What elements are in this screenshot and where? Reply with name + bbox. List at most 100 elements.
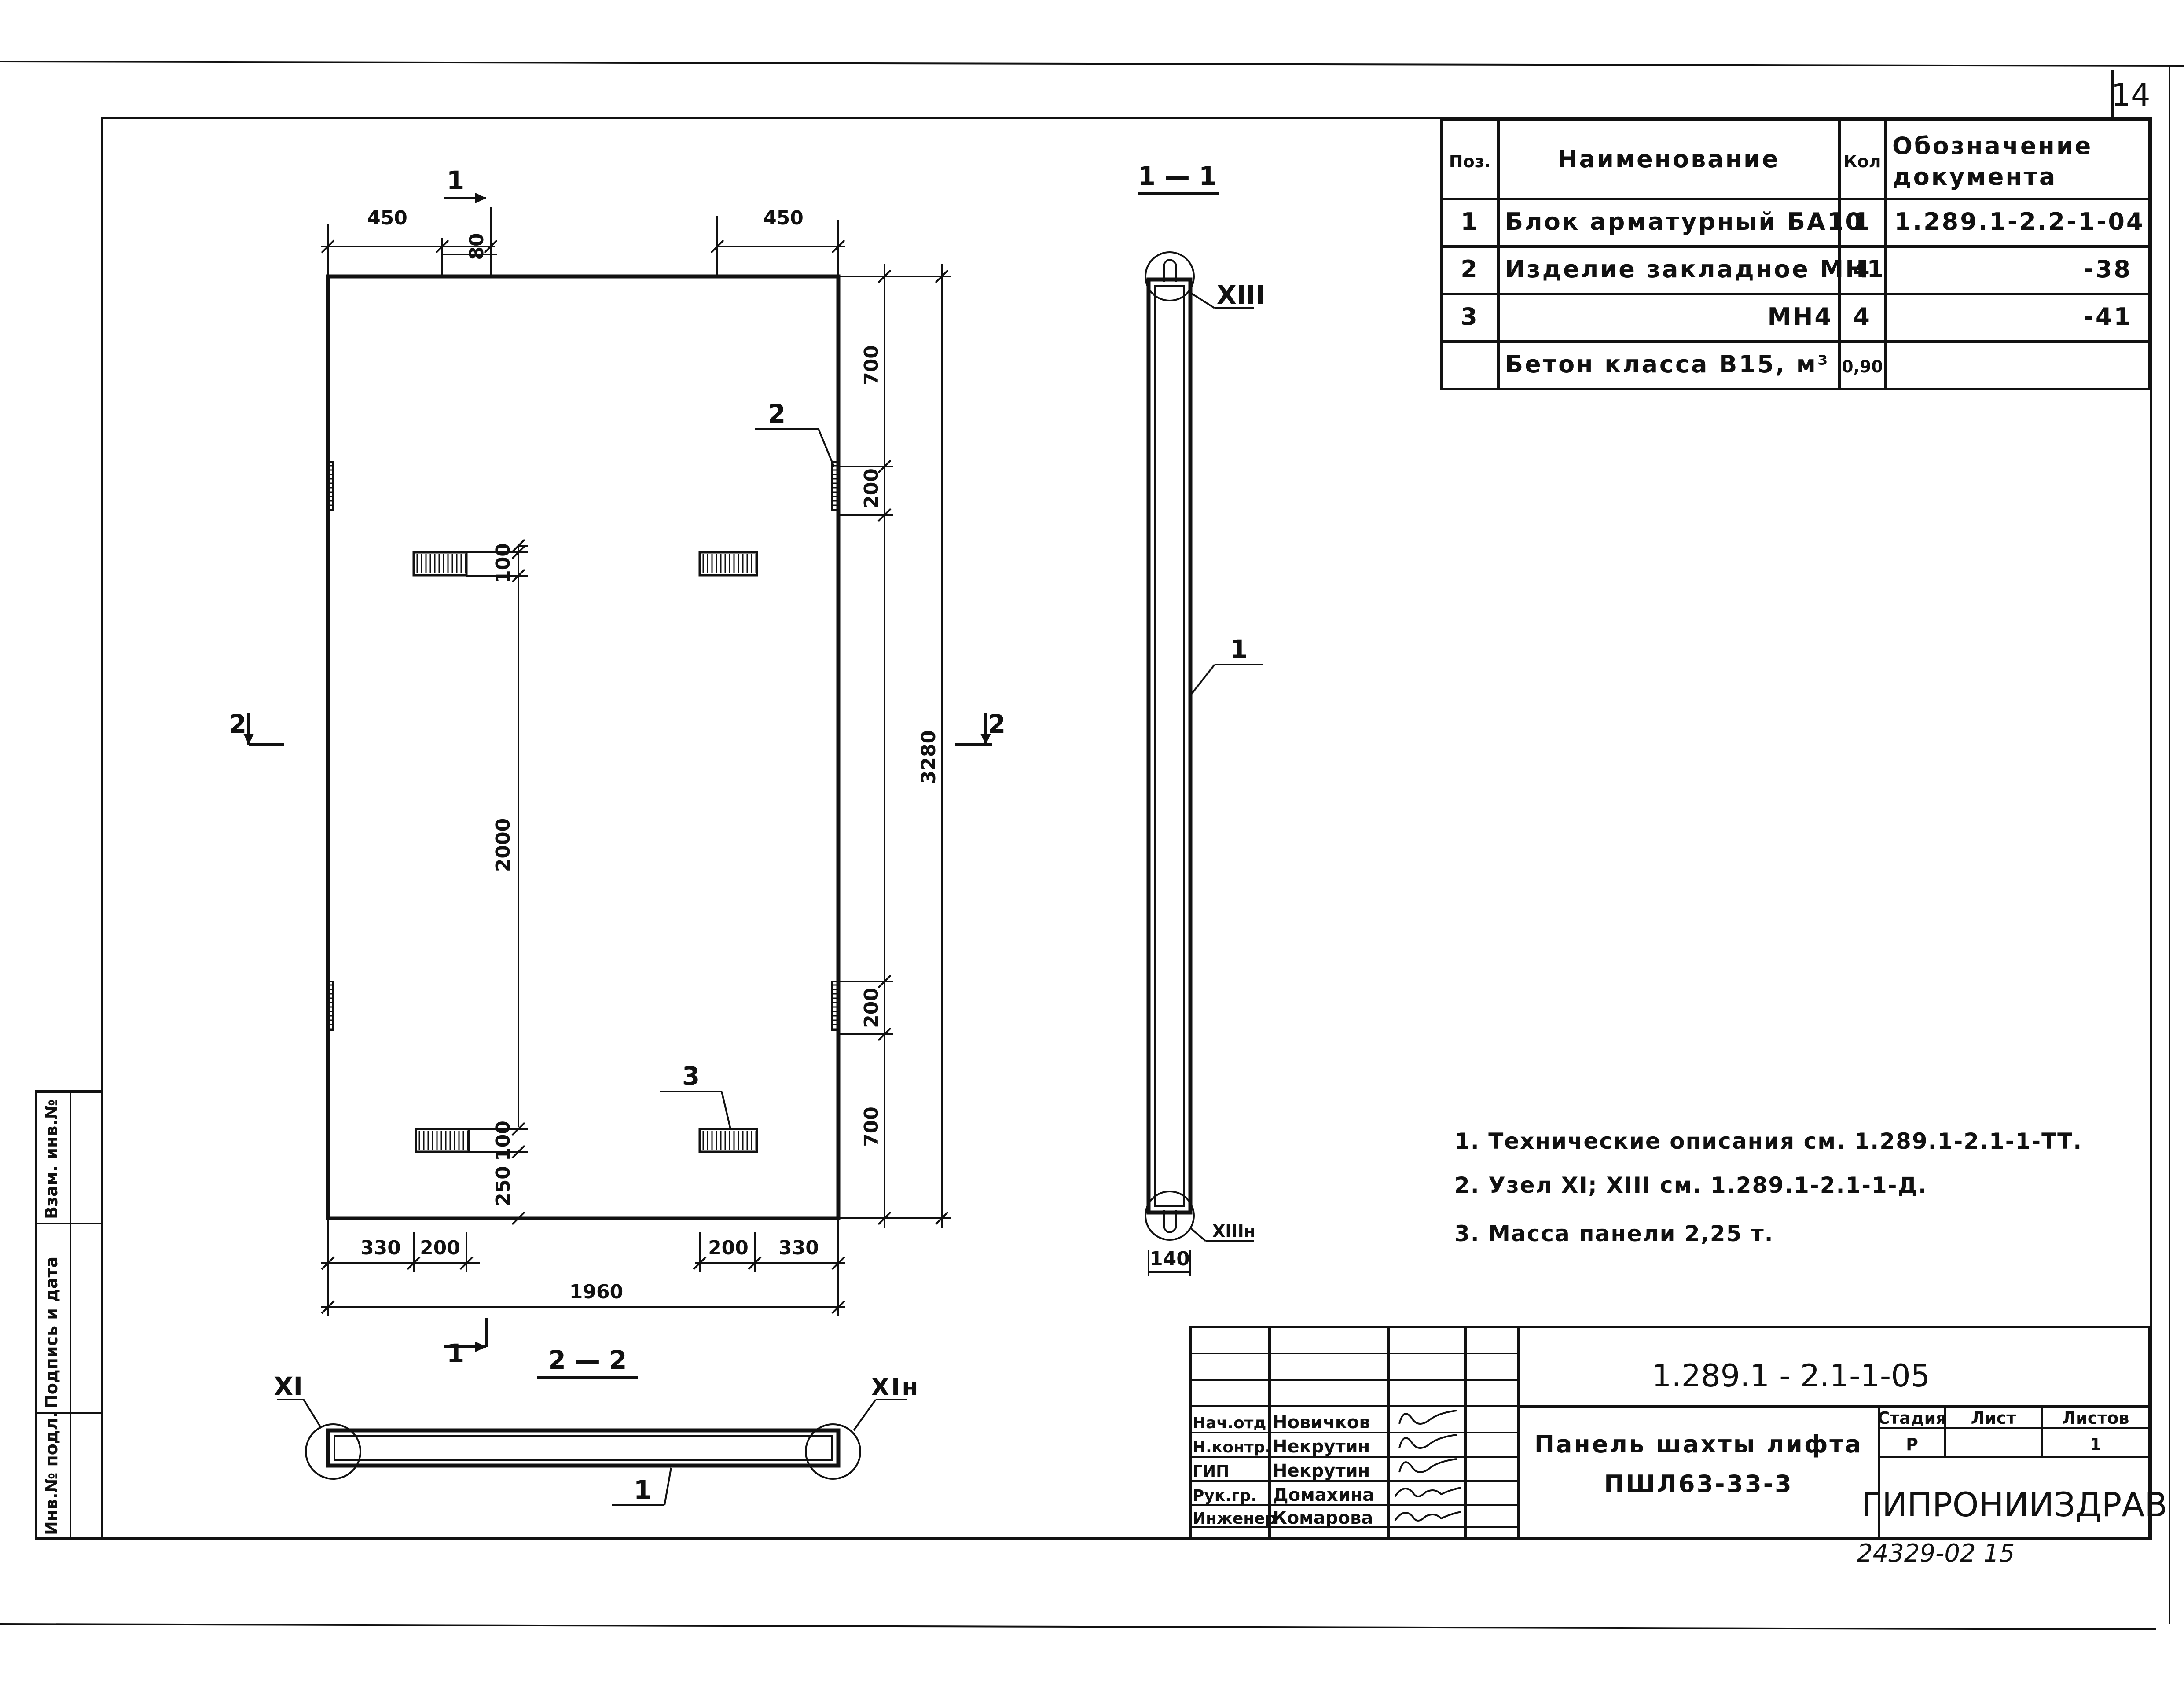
sheets-value: 1 [2090,1435,2101,1454]
dimension-tick [321,1256,335,1270]
table-row: Бетон класса В15, м³ 0,90 [1505,350,1883,378]
dimension-tick [877,459,892,474]
dim-right-top: 700 [860,345,883,386]
dim-top-offset: 80 [466,233,488,260]
dimension-tick [877,508,892,522]
drawing-title-line-1: Панель шахты лифта [1534,1430,1863,1458]
dimension-tick [511,1122,525,1136]
dimension-tick [877,1211,892,1225]
note-1: 1. Технические описания см. 1.289.1-2.1-… [1454,1128,2082,1154]
sign-role-5: Инженер [1193,1510,1276,1528]
edge-insert [326,461,839,1031]
spec-table-grid [1440,118,2151,390]
section-1-1-thickness: 140 [1149,1248,1190,1270]
dimension-ticks [321,239,949,1314]
title-block-grid [1189,1326,2151,1540]
dimension-tick [511,539,525,553]
inv-podl-label: Инв.№ подл. [42,1411,61,1535]
dim-inner-height: 2000 [492,818,514,872]
sign-name-3: Некрутин [1273,1461,1370,1481]
dimension-tick [511,1211,525,1225]
section-2-2-callout-1: 1 [634,1475,651,1505]
plan-dimension-lines [321,207,951,1316]
section-2-2-view [277,1376,907,1506]
sheet-frame [0,61,2184,1630]
dimension-tick [321,1300,335,1314]
spec-header-doc-2: документа [1892,163,2057,191]
cut-2-right-label: 2 [988,709,1006,739]
section-1-1-view [1138,192,1263,1276]
dim-bottom-left-2: 200 [420,1237,460,1259]
dimension-tick [407,1256,421,1270]
notes: 1. Технические описания см. 1.289.1-2.1-… [1454,1128,2082,1246]
dimension-tick [459,1256,474,1270]
node-xi-label: XI [274,1371,303,1401]
dimension-tick [435,239,449,254]
dim-overall-width: 1960 [569,1281,623,1303]
dim-top-right: 450 [763,207,804,229]
dimension-tick [877,1027,892,1041]
sign-role-3: ГИП [1193,1463,1229,1481]
dim-bottom-right-2: 330 [778,1237,819,1259]
spec-row-2-name: Изделие закладное МН1 [1505,255,1885,283]
spec-row-4-qty: 0,90 [1842,357,1883,376]
spec-row-2-doc: -38 [2084,255,2132,283]
spec-row-3-qty: 4 [1853,303,1872,331]
section-cut-marks [243,193,992,1352]
section-2-2-title: 2 — 2 [548,1345,627,1375]
sheets-header: Листов [2062,1408,2129,1428]
table-row: 1 Блок арматурный БА10 1 1.289.1-2.2-1-0… [1461,208,2143,235]
organization-name: ГИПРОНИИЗДРАВ [1862,1485,2168,1524]
handwritten-signatures [1394,1410,1461,1522]
dimension-tick [511,1145,525,1159]
cut-2-left-label: 2 [229,709,246,739]
sheet-number: 14 [2111,77,2150,113]
node-xiii-n-label: XIIIн [1212,1221,1255,1241]
stage-value: Р [1906,1435,1918,1454]
dim-overall-height: 3280 [918,730,940,784]
spec-row-2-qty: 4 [1853,255,1872,283]
sign-name-5: Комарова [1273,1508,1373,1528]
section-1-1-title: 1 — 1 [1138,161,1216,191]
table-row: 2 Изделие закладное МН1 4 -38 [1461,255,2132,283]
sign-name-2: Некрутин [1273,1437,1370,1457]
sign-role-1: Нач.отд. [1193,1414,1272,1432]
podpis-data-label: Подпись и дата [42,1257,61,1408]
drawing-code: 1.289.1 - 2.1-1-05 [1652,1358,1930,1394]
panel-plan-view [326,274,841,1220]
note-3: 3. Масса панели 2,25 т. [1454,1221,1774,1246]
table-row: 3 МН4 4 -41 [1461,303,2130,331]
dimension-tick [877,269,892,283]
spec-row-4-name: Бетон класса В15, м³ [1505,350,1830,378]
spec-row-3-pos: 3 [1461,303,1479,331]
dimension-tick [710,239,724,254]
dim-bottom-right-1: 200 [708,1237,749,1259]
cut-1-top-label: 1 [447,165,464,195]
dim-bottom-left-1: 330 [360,1237,401,1259]
dimension-tick [935,1211,949,1225]
section-1-1-callout-1: 1 [1230,634,1248,664]
spec-header-doc-1: Обозначение [1892,132,2092,160]
dim-inner-bottom: 100 [492,1121,514,1161]
dim-top-left: 450 [367,207,407,229]
dim-right-insert-bottom: 200 [860,988,883,1028]
spec-row-3-name: МН4 [1767,303,1833,331]
dim-inner-top: 100 [492,543,514,584]
dimension-tick [831,1256,845,1270]
dimension-tick [693,1256,707,1270]
callout-item-2: 2 [768,399,786,429]
dimension-tick [321,239,335,254]
dimension-tick [484,239,498,254]
dim-right-insert-top: 200 [860,468,883,509]
sign-name-4: Домахина [1273,1485,1374,1505]
callout-item-3: 3 [682,1061,700,1091]
spec-row-2-pos: 2 [1461,255,1479,283]
sheet-header: Лист [1971,1408,2016,1428]
signature-rows: Нач.отд. Новичков Н.контр. Некрутин ГИП … [1193,1412,1374,1528]
dimension-tick [831,1300,845,1314]
sign-name-1: Новичков [1273,1412,1370,1433]
dimension-tick [748,1256,762,1270]
spec-header-qty: Кол [1844,152,1881,171]
face-insert [412,551,758,1153]
